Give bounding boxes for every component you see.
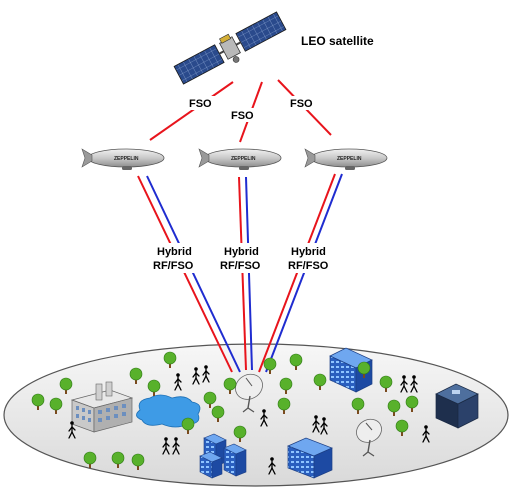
tree-icon bbox=[233, 425, 247, 442]
airship-brand-right: ZEPPELIN bbox=[337, 156, 362, 162]
person-icon bbox=[172, 437, 180, 455]
airship-icon: ZEPPELIN bbox=[304, 148, 388, 170]
fso-label-left: FSO bbox=[189, 98, 212, 110]
lake-icon bbox=[136, 394, 201, 428]
satellite-dish-icon bbox=[356, 418, 382, 457]
person-icon bbox=[422, 425, 430, 443]
fso-link-ground-left bbox=[137, 175, 233, 373]
person-icon bbox=[320, 417, 328, 435]
airship-brand-center: ZEPPELIN bbox=[231, 156, 256, 162]
tree-icon bbox=[163, 351, 177, 368]
person-icon bbox=[174, 373, 182, 391]
airship-icon: ZEPPELIN bbox=[198, 148, 282, 170]
fso-link-left bbox=[149, 81, 234, 141]
person-icon bbox=[312, 415, 320, 433]
person-icon bbox=[162, 437, 170, 455]
tree-icon bbox=[379, 375, 393, 392]
hybrid-label-right-line2: RF/FSO bbox=[288, 260, 329, 272]
tree-icon bbox=[111, 451, 125, 468]
building-cluster-icon bbox=[199, 433, 247, 479]
fso-label-center: FSO bbox=[231, 110, 254, 122]
satellite-dish-icon bbox=[235, 373, 263, 413]
hybrid-label-center-line1: Hybrid bbox=[224, 246, 259, 258]
tree-icon bbox=[351, 397, 365, 414]
people-group bbox=[68, 365, 430, 475]
person-icon bbox=[260, 409, 268, 427]
tree-icon bbox=[277, 397, 291, 414]
tree-icon bbox=[405, 395, 419, 412]
person-icon bbox=[410, 375, 418, 393]
tree-icon bbox=[83, 451, 97, 468]
factory-building-icon bbox=[70, 381, 134, 433]
datacenter-building-icon bbox=[435, 383, 479, 429]
hybrid-label-left-line2: RF/FSO bbox=[153, 260, 194, 272]
hybrid-label-left-line1: Hybrid bbox=[157, 246, 192, 258]
tree-icon bbox=[289, 353, 303, 370]
person-icon bbox=[202, 365, 210, 383]
tree-icon bbox=[203, 391, 217, 408]
hybrid-label-center-line2: RF/FSO bbox=[220, 260, 261, 272]
leo-satellite-icon bbox=[173, 11, 287, 85]
tree-icon bbox=[147, 379, 161, 396]
tree-group bbox=[31, 351, 419, 470]
person-icon bbox=[192, 367, 200, 385]
tree-icon bbox=[59, 377, 73, 394]
tree-icon bbox=[49, 397, 63, 414]
hybrid-label-right-line1: Hybrid bbox=[291, 246, 326, 258]
tree-icon bbox=[129, 367, 143, 384]
tree-icon bbox=[357, 361, 371, 378]
tree-icon bbox=[223, 377, 237, 394]
office-building-icon bbox=[287, 437, 333, 479]
tree-icon bbox=[279, 377, 293, 394]
person-icon bbox=[268, 457, 276, 475]
satellite-label: LEO satellite bbox=[301, 34, 374, 48]
airship-brand-left: ZEPPELIN bbox=[114, 156, 139, 162]
fso-label-group: FSO FSO FSO bbox=[187, 96, 318, 122]
fso-label-right: FSO bbox=[290, 98, 313, 110]
hybrid-label-group: Hybrid RF/FSO Hybrid RF/FSO Hybrid RF/FS… bbox=[152, 243, 331, 273]
fso-link-ground-center bbox=[238, 176, 247, 371]
tree-icon bbox=[395, 419, 409, 436]
airship-icon: ZEPPELIN bbox=[81, 148, 165, 170]
tree-icon bbox=[263, 357, 277, 374]
person-icon bbox=[400, 375, 408, 393]
tree-icon bbox=[181, 417, 195, 434]
tree-icon bbox=[211, 405, 225, 422]
rf-link-center bbox=[245, 176, 253, 371]
tree-icon bbox=[31, 393, 45, 410]
tree-icon bbox=[387, 399, 401, 416]
tree-icon bbox=[313, 373, 327, 390]
person-icon bbox=[68, 421, 76, 439]
rf-link-left bbox=[146, 175, 241, 373]
tree-icon bbox=[131, 453, 145, 470]
